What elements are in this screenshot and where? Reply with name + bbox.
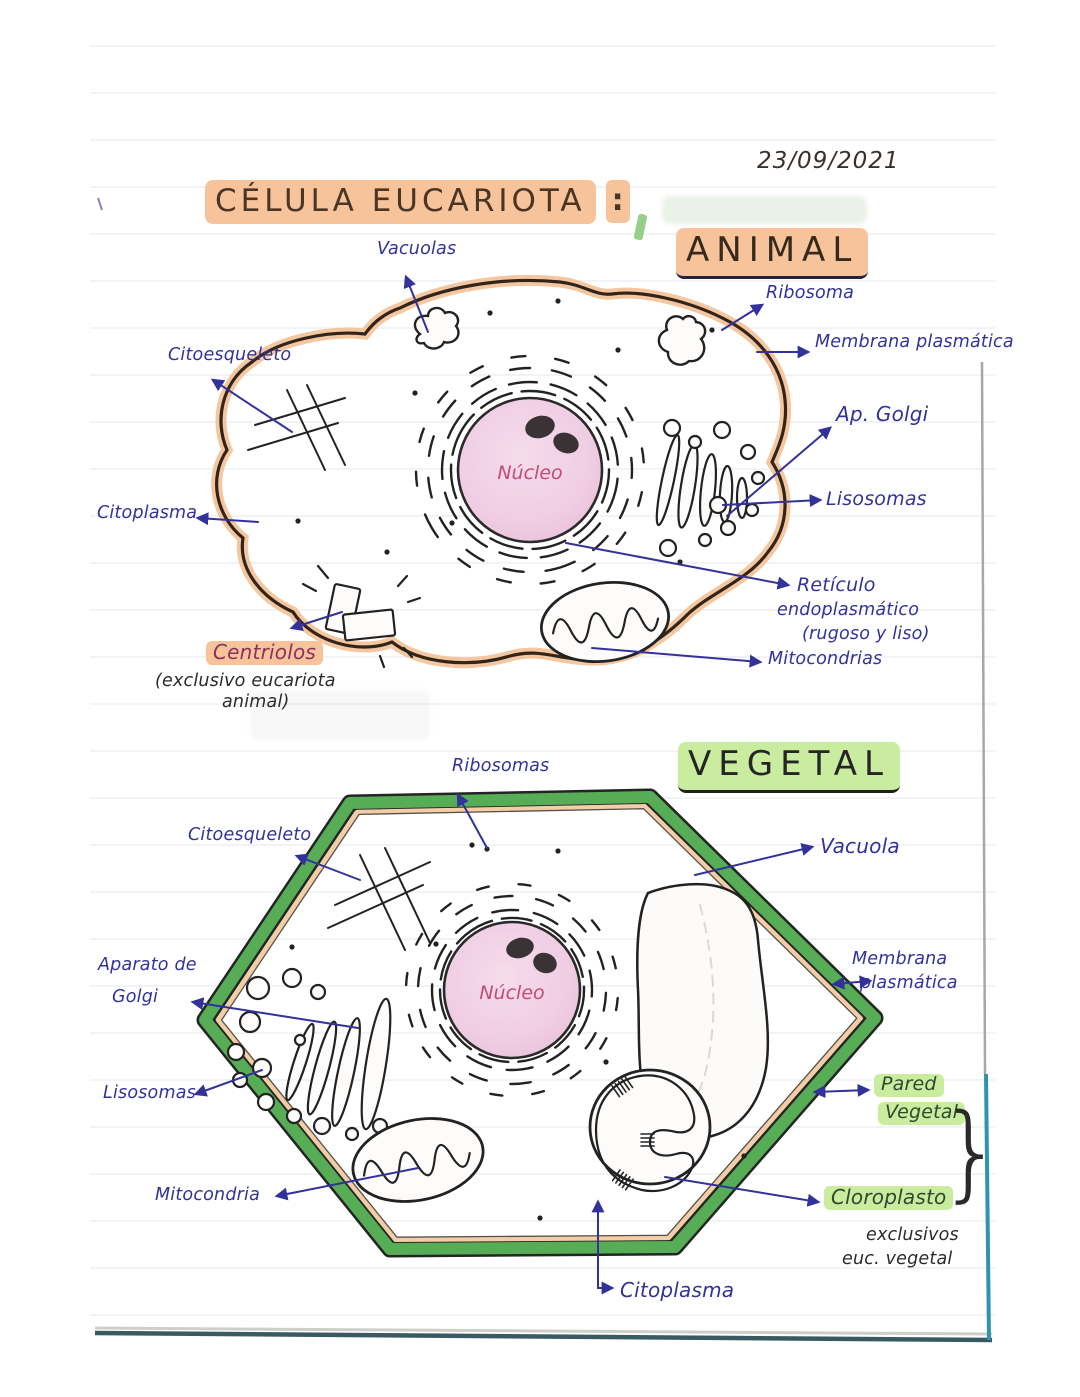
label-pared-line2: Vegetal — [878, 1102, 966, 1125]
label-centriolos: Centriolos — [206, 641, 324, 665]
animal-golgi-apparatus — [655, 418, 766, 558]
vegetal-endoplasmic-reticulum — [404, 882, 620, 1098]
vegetal-cell-diagram — [190, 788, 884, 1295]
label-aparato-golgi-line2: Golgi — [112, 987, 159, 1007]
vegetal-lysosome — [251, 1057, 273, 1079]
label-reticulo-line1: Retículo — [797, 574, 876, 596]
page-right-edge-gray — [980, 361, 987, 1075]
animal-nucleus — [456, 396, 604, 544]
animal-nucleolus — [525, 415, 555, 439]
animal-cytoskeleton — [247, 384, 346, 471]
animal-endoplasmic-reticulum — [414, 354, 646, 586]
animal-heading: ANIMAL — [676, 228, 869, 279]
label-lisosomas: Lisosomas — [826, 488, 927, 510]
highlighter-smudge — [662, 196, 867, 224]
label-citoesqueleto-animal: Citoesqueleto — [168, 345, 292, 365]
label-vacuola: Vacuola — [820, 834, 900, 858]
page-right-edge-teal — [984, 1073, 991, 1341]
label-mitocondria-vegetal: Mitocondria — [155, 1185, 261, 1205]
label-membrana-line2: plasmática — [860, 973, 958, 993]
vegetal-golgi-apparatus — [226, 967, 392, 1142]
label-membrana-plasmatica: Membrana plasmática — [815, 332, 1014, 352]
vegetal-label-arrows — [190, 792, 873, 1295]
label-reticulo-line2: endoplasmático — [777, 600, 920, 620]
label-mitocondrias: Mitocondrias — [768, 649, 883, 669]
date: 23/09/2021 — [757, 148, 900, 174]
label-centriolos-note-line1: (exclusivo eucariota — [155, 671, 336, 691]
label-cloroplasto: Cloroplasto — [824, 1186, 954, 1210]
vegetal-cytoskeleton — [327, 847, 431, 951]
page-title: CÉLULA EUCARIOTA : — [205, 180, 630, 224]
label-lisosomas-vegetal: Lisosomas — [103, 1083, 196, 1103]
vegetal-plasma-membrane — [215, 804, 863, 1242]
animal-nucleolus — [553, 432, 579, 454]
label-centriolos-note-line2: animal) — [222, 692, 290, 712]
vegetal-chloroplast — [588, 1068, 712, 1193]
page-bottom-shadow — [94, 1326, 993, 1336]
animal-vacuole-left — [413, 306, 460, 350]
label-citoesqueleto-vegetal: Citoesqueleto — [188, 825, 312, 845]
animal-centrioles — [301, 564, 422, 669]
label-ribosoma: Ribosoma — [766, 283, 855, 303]
page-bottom-edge — [94, 1330, 993, 1343]
vegetal-mitochondrion — [351, 1117, 485, 1203]
page-title-text: CÉLULA EUCARIOTA — [205, 180, 596, 224]
label-aparato-golgi-line1: Aparato de — [98, 955, 197, 975]
label-citoplasma-animal: Citoplasma — [97, 503, 198, 523]
vegetal-nucleolus — [506, 937, 534, 959]
pencil-smudge — [250, 690, 430, 740]
animal-label-arrows — [195, 274, 832, 668]
label-ribosomas: Ribosomas — [452, 756, 550, 776]
page-title-punct: : — [605, 180, 630, 223]
label-vacuolas: Vacuolas — [377, 239, 457, 259]
animal-nucleus-label: Núcleo — [497, 462, 563, 484]
label-pared-line1: Pared — [874, 1074, 944, 1097]
label-reticulo-line3: (rugoso y liso) — [802, 624, 930, 644]
label-ap-golgi: Ap. Golgi — [836, 402, 929, 426]
animal-vacuole-right — [657, 314, 707, 366]
label-membrana-line1: Membrana — [852, 949, 948, 969]
label-exclusivos-line2: euc. vegetal — [842, 1249, 953, 1269]
label-citoplasma-vegetal: Citoplasma — [620, 1278, 735, 1302]
animal-ribosome-dots — [295, 298, 715, 565]
vegetal-nucleus — [442, 920, 582, 1060]
label-exclusivos-line1: exclusivos — [866, 1225, 959, 1245]
vegetal-nucleolus — [533, 952, 557, 974]
vegetal-nucleus-label: Núcleo — [479, 982, 545, 1004]
stray-ink-mark — [97, 197, 103, 211]
animal-cell-diagram — [195, 274, 832, 669]
vegetal-heading: VEGETAL — [678, 742, 900, 793]
animal-mitochondrion — [539, 580, 671, 664]
